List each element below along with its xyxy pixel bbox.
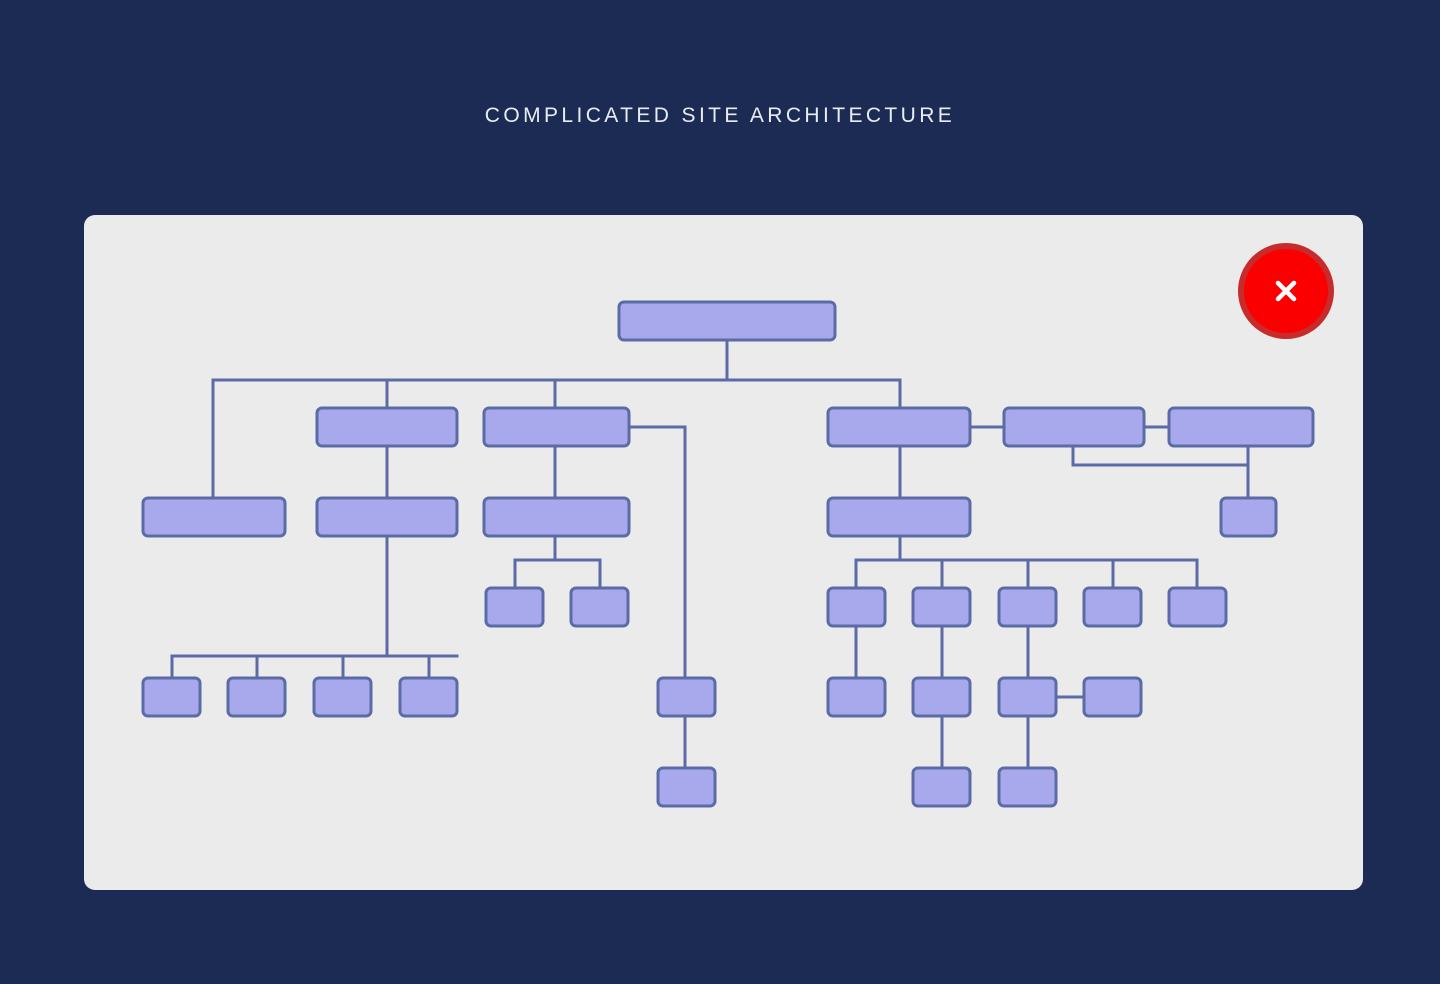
diagram-node[interactable] (484, 586, 545, 628)
diagram-node[interactable] (1002, 406, 1146, 448)
connector-layer (170, 338, 1250, 770)
diagram-node[interactable] (569, 586, 630, 628)
connector (627, 425, 687, 770)
node-box[interactable] (484, 586, 545, 628)
diagram-node[interactable] (911, 676, 972, 718)
diagram-node[interactable] (1167, 406, 1315, 448)
diagram-node[interactable] (141, 496, 287, 538)
node-box[interactable] (226, 676, 287, 718)
node-box[interactable] (1082, 586, 1143, 628)
connector (513, 534, 557, 590)
close-x-icon (1269, 274, 1303, 308)
node-box[interactable] (911, 586, 972, 628)
node-box[interactable] (1167, 406, 1315, 448)
node-box[interactable] (911, 676, 972, 718)
node-box[interactable] (1167, 586, 1228, 628)
diagram-node[interactable] (997, 676, 1058, 718)
node-box[interactable] (569, 586, 630, 628)
diagram-node[interactable] (312, 676, 373, 718)
diagram-node[interactable] (141, 676, 202, 718)
diagram-node[interactable] (482, 406, 631, 448)
diagram-node[interactable] (826, 586, 887, 628)
node-box[interactable] (911, 766, 972, 808)
diagram-node[interactable] (482, 496, 631, 538)
diagram-node[interactable] (656, 766, 717, 808)
diagram-node[interactable] (997, 766, 1058, 808)
node-box[interactable] (997, 586, 1058, 628)
connector (553, 558, 602, 590)
diagram-node[interactable] (826, 676, 887, 718)
diagram-node[interactable] (911, 586, 972, 628)
diagram-node[interactable] (1167, 586, 1228, 628)
node-box[interactable] (398, 676, 459, 718)
diagram-node[interactable] (226, 676, 287, 718)
diagram-node[interactable] (826, 496, 972, 538)
node-box[interactable] (656, 676, 717, 718)
diagram-node[interactable] (1082, 676, 1143, 718)
diagram-node[interactable] (315, 496, 459, 538)
diagram-node[interactable] (656, 676, 717, 718)
node-box[interactable] (315, 496, 459, 538)
node-box[interactable] (997, 766, 1058, 808)
node-box[interactable] (997, 676, 1058, 718)
diagram-node[interactable] (911, 766, 972, 808)
diagram-node[interactable] (1082, 586, 1143, 628)
diagram-node[interactable] (398, 676, 459, 718)
node-layer (141, 300, 1315, 808)
node-box[interactable] (141, 496, 287, 538)
node-box[interactable] (315, 406, 459, 448)
site-architecture-diagram (141, 300, 1315, 808)
node-box[interactable] (141, 676, 202, 718)
diagram-card (84, 215, 1363, 890)
node-box[interactable] (656, 766, 717, 808)
node-box[interactable] (482, 406, 631, 448)
connector (1071, 444, 1250, 500)
node-box[interactable] (826, 586, 887, 628)
diagram-node[interactable] (617, 300, 837, 342)
diagram-node[interactable] (1219, 496, 1278, 538)
diagram-node[interactable] (826, 406, 972, 448)
node-box[interactable] (826, 676, 887, 718)
page-title: COMPLICATED SITE ARCHITECTURE (484, 104, 956, 128)
node-box[interactable] (826, 496, 972, 538)
node-box[interactable] (482, 496, 631, 538)
node-box[interactable] (826, 406, 972, 448)
close-button[interactable] (1244, 249, 1328, 333)
diagram-node[interactable] (997, 586, 1058, 628)
node-box[interactable] (1082, 676, 1143, 718)
node-box[interactable] (1002, 406, 1146, 448)
node-box[interactable] (312, 676, 373, 718)
node-box[interactable] (617, 300, 837, 342)
diagram-node[interactable] (315, 406, 459, 448)
node-box[interactable] (1219, 496, 1278, 538)
